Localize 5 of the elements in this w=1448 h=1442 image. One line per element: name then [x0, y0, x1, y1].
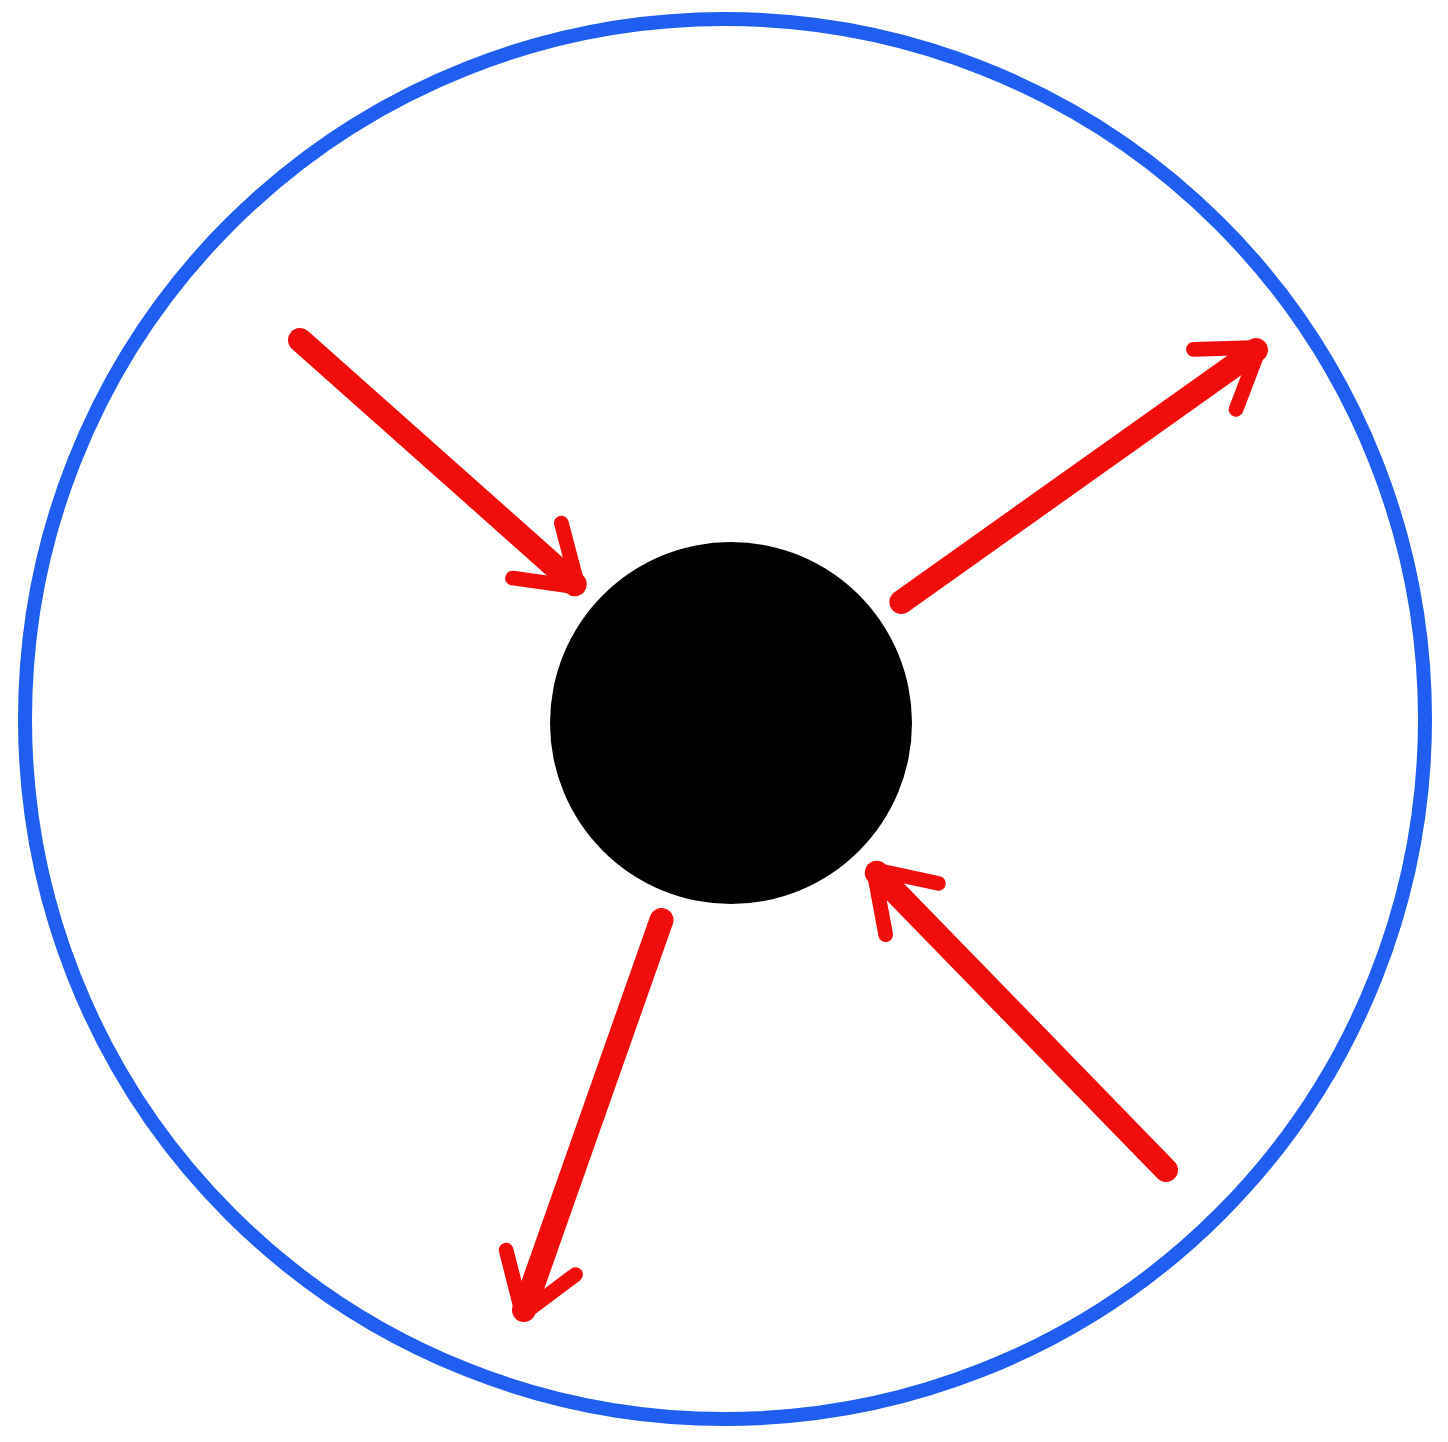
arrow: [498, 908, 674, 1322]
arrow: [889, 338, 1268, 614]
arrow: [288, 328, 587, 597]
arrow: [864, 860, 1178, 1182]
outer-circle: [18, 12, 1432, 1426]
